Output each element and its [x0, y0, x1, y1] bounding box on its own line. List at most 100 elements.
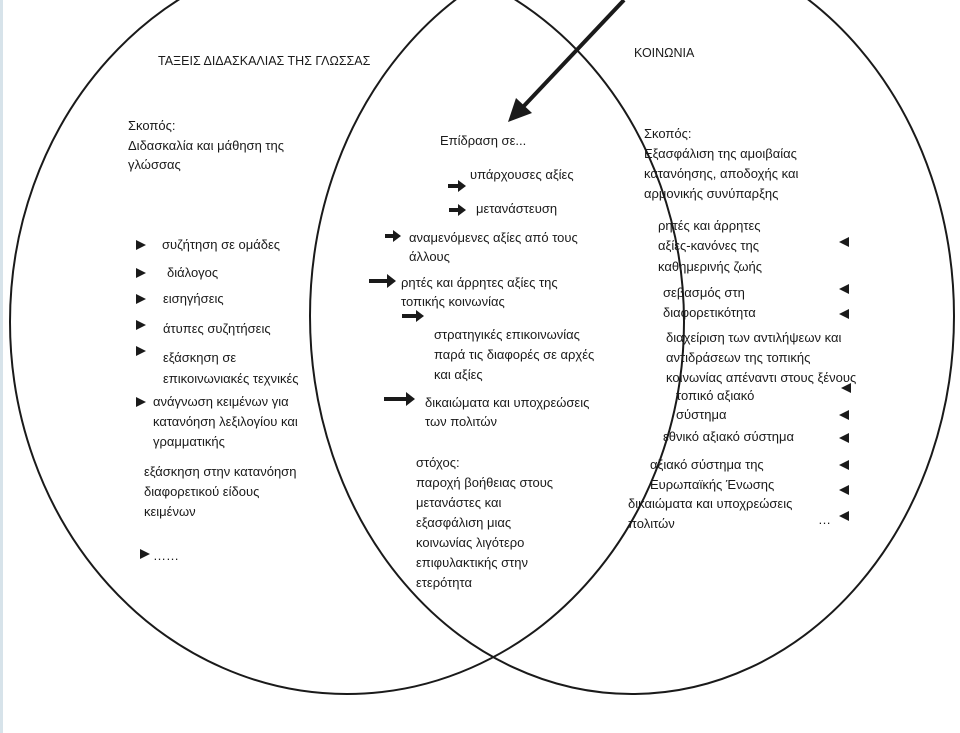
right-circle-outline [309, 0, 955, 695]
right-circle-title: ΚΟΙΝΩΝΙΑ [634, 46, 695, 60]
list-item-text: ρητές και άρρητες [658, 218, 761, 233]
bullet-right-icon [140, 549, 150, 559]
list-item: δικαιώματα και υποχρεώσεις των πολιτών [384, 392, 589, 429]
list-item-text: διαφορετικότητα [663, 305, 756, 320]
list-item-text: και αξίες [434, 367, 483, 382]
center-item-list: υπάρχουσες αξίες μετανάστευση αναμενόμεν… [369, 167, 594, 429]
list-item-text: αναμενόμενες αξίες από τους [409, 230, 578, 245]
arrow-right-icon [449, 204, 466, 216]
center-goal-line: επιφυλακτικής στην [416, 555, 528, 570]
list-item-text: αντιδράσεων της τοπικής [666, 350, 810, 365]
list-item-text: γραμματικής [153, 434, 225, 449]
list-item: άτυπες συζητήσεις [136, 320, 271, 336]
center-goal-line: παροχή βοήθειας στους [416, 475, 553, 490]
center-goal-line: κοινωνίας λιγότερο [416, 535, 524, 550]
list-item-text: ανάγνωση κειμένων για [153, 394, 289, 409]
list-item-text: επικοινωνιακές τεχνικές [163, 371, 299, 386]
list-item: εθνικό αξιακό σύστημα [663, 429, 849, 444]
list-item: ρητές και άρρητες αξίες της τοπικής κοιν… [369, 274, 558, 309]
left-edge-strip [0, 0, 3, 733]
list-item-text: τοπικής κοινωνίας [401, 294, 505, 309]
arrow-right-icon [448, 180, 466, 192]
incoming-arrow [508, 0, 626, 122]
list-item-text: κατανόηση λεξιλογίου και [153, 414, 298, 429]
list-item: ανάγνωση κειμένων για κατανόηση λεξιλογί… [136, 394, 298, 449]
center-goal-label: στόχος: [416, 455, 460, 470]
bullet-left-icon [839, 460, 849, 470]
list-item-text: εισηγήσεις [163, 291, 224, 306]
list-item-text: εξάσκηση σε [163, 350, 236, 365]
bullet-left-icon [841, 383, 851, 393]
right-goal-line: κατανόησης, αποδοχής και [644, 166, 798, 181]
list-item: διαχείριση των αντιλήψεων και αντιδράσεω… [666, 330, 856, 385]
list-item: ρητές και άρρητες αξίες-κανόνες της καθη… [658, 218, 849, 274]
list-item-text: υπάρχουσες αξίες [470, 167, 574, 182]
list-item-text: άτυπες συζητήσεις [163, 321, 271, 336]
arrow-right-icon [369, 274, 396, 288]
arrow-right-icon [384, 392, 415, 406]
list-item-text: κοινωνίας απέναντι στους ξένους [666, 370, 856, 385]
center-goal-line: ετερότητα [416, 575, 472, 590]
list-item-text: ρητές και άρρητες αξίες της [401, 275, 558, 290]
arrow-right-icon [385, 230, 401, 242]
center-title: Επίδραση σε... [440, 133, 526, 148]
bullet-left-icon [839, 284, 849, 294]
list-item: εξάσκηση σε επικοινωνιακές τεχνικές [136, 346, 299, 386]
list-item: αναμενόμενες αξίες από τους άλλους [385, 230, 578, 264]
left-extra-line: εξάσκηση στην κατανόηση [144, 464, 296, 479]
list-item-text: άλλους [409, 249, 450, 264]
bullet-left-icon [839, 410, 849, 420]
right-goal-line: αρμονικής συνύπαρξης [644, 186, 778, 201]
bullet-left-icon [839, 433, 849, 443]
left-circle-outline [9, 0, 685, 695]
bullet-left-icon [839, 237, 849, 247]
list-item: αξιακό σύστημα της Ευρωπαϊκής Ένωσης [650, 457, 849, 495]
left-item-list: συζήτηση σε ομάδες διάλογος εισηγήσεις ά… [136, 237, 299, 449]
list-item-text: τοπικό αξιακό [676, 388, 754, 403]
list-item-text: σύστημα [676, 407, 727, 422]
bullet-right-icon [136, 320, 146, 330]
list-item-text: πολιτών [628, 516, 675, 531]
list-item-text: Ευρωπαϊκής Ένωσης [650, 477, 774, 492]
arrow-right-icon [402, 310, 424, 322]
bullet-left-icon [839, 309, 849, 319]
list-item-text: δικαιώματα και υποχρεώσεις [628, 496, 792, 511]
list-item-text: διάλογος [167, 265, 218, 280]
right-ellipsis: … [818, 512, 831, 527]
right-item-list: ρητές και άρρητες αξίες-κανόνες της καθη… [628, 218, 856, 531]
list-item: εισηγήσεις [136, 291, 224, 306]
list-item-text: αξίες-κανόνες της [658, 238, 759, 253]
bullet-left-icon [839, 511, 849, 521]
center-goal-line: εξασφάλιση μιας [416, 515, 511, 530]
left-extra-line: κειμένων [144, 504, 196, 519]
left-extra-line: διαφορετικού είδους [144, 484, 259, 499]
list-item-text: διαχείριση των αντιλήψεων και [666, 330, 841, 345]
list-item: σεβασμός στη διαφορετικότητα [663, 284, 849, 320]
left-circle-title: ΤΑΞΕΙΣ ΔΙΔΑΣΚΑΛΙΑΣ ΤΗΣ ΓΛΩΣΣΑΣ [158, 54, 371, 68]
list-item-text: στρατηγικές επικοινωνίας [434, 327, 580, 342]
left-ellipsis-item: …… [140, 548, 179, 563]
bullet-right-icon [136, 268, 146, 278]
list-item-text: σεβασμός στη [663, 285, 745, 300]
left-goal-line: γλώσσας [128, 157, 181, 172]
list-item-text: συζήτηση σε ομάδες [162, 237, 280, 252]
list-item-text: των πολιτών [425, 414, 497, 429]
left-ellipsis: …… [153, 548, 179, 563]
right-goal-line: Εξασφάλιση της αμοιβαίας [644, 146, 797, 161]
left-goal-line: Διδασκαλία και μάθηση της [128, 138, 284, 153]
bullet-right-icon [136, 240, 146, 250]
list-item-text: αξιακό σύστημα της [650, 457, 764, 472]
bullet-right-icon [136, 294, 146, 304]
list-item: μετανάστευση [449, 201, 557, 216]
center-goal-line: μετανάστες και [416, 495, 501, 510]
list-item: υπάρχουσες αξίες [448, 167, 574, 192]
list-item-text: καθημερινής ζωής [658, 259, 762, 274]
list-item: στρατηγικές επικοινωνίας παρά τις διαφορ… [402, 310, 594, 382]
list-item-text: παρά τις διαφορές σε αρχές [434, 347, 594, 362]
left-goal-label: Σκοπός: [128, 118, 176, 133]
right-goal-label: Σκοπός: [644, 126, 692, 141]
list-item-text: δικαιώματα και υποχρεώσεις [425, 395, 589, 410]
list-item-text: μετανάστευση [476, 201, 557, 216]
list-item: τοπικό αξιακό σύστημα [676, 383, 851, 422]
